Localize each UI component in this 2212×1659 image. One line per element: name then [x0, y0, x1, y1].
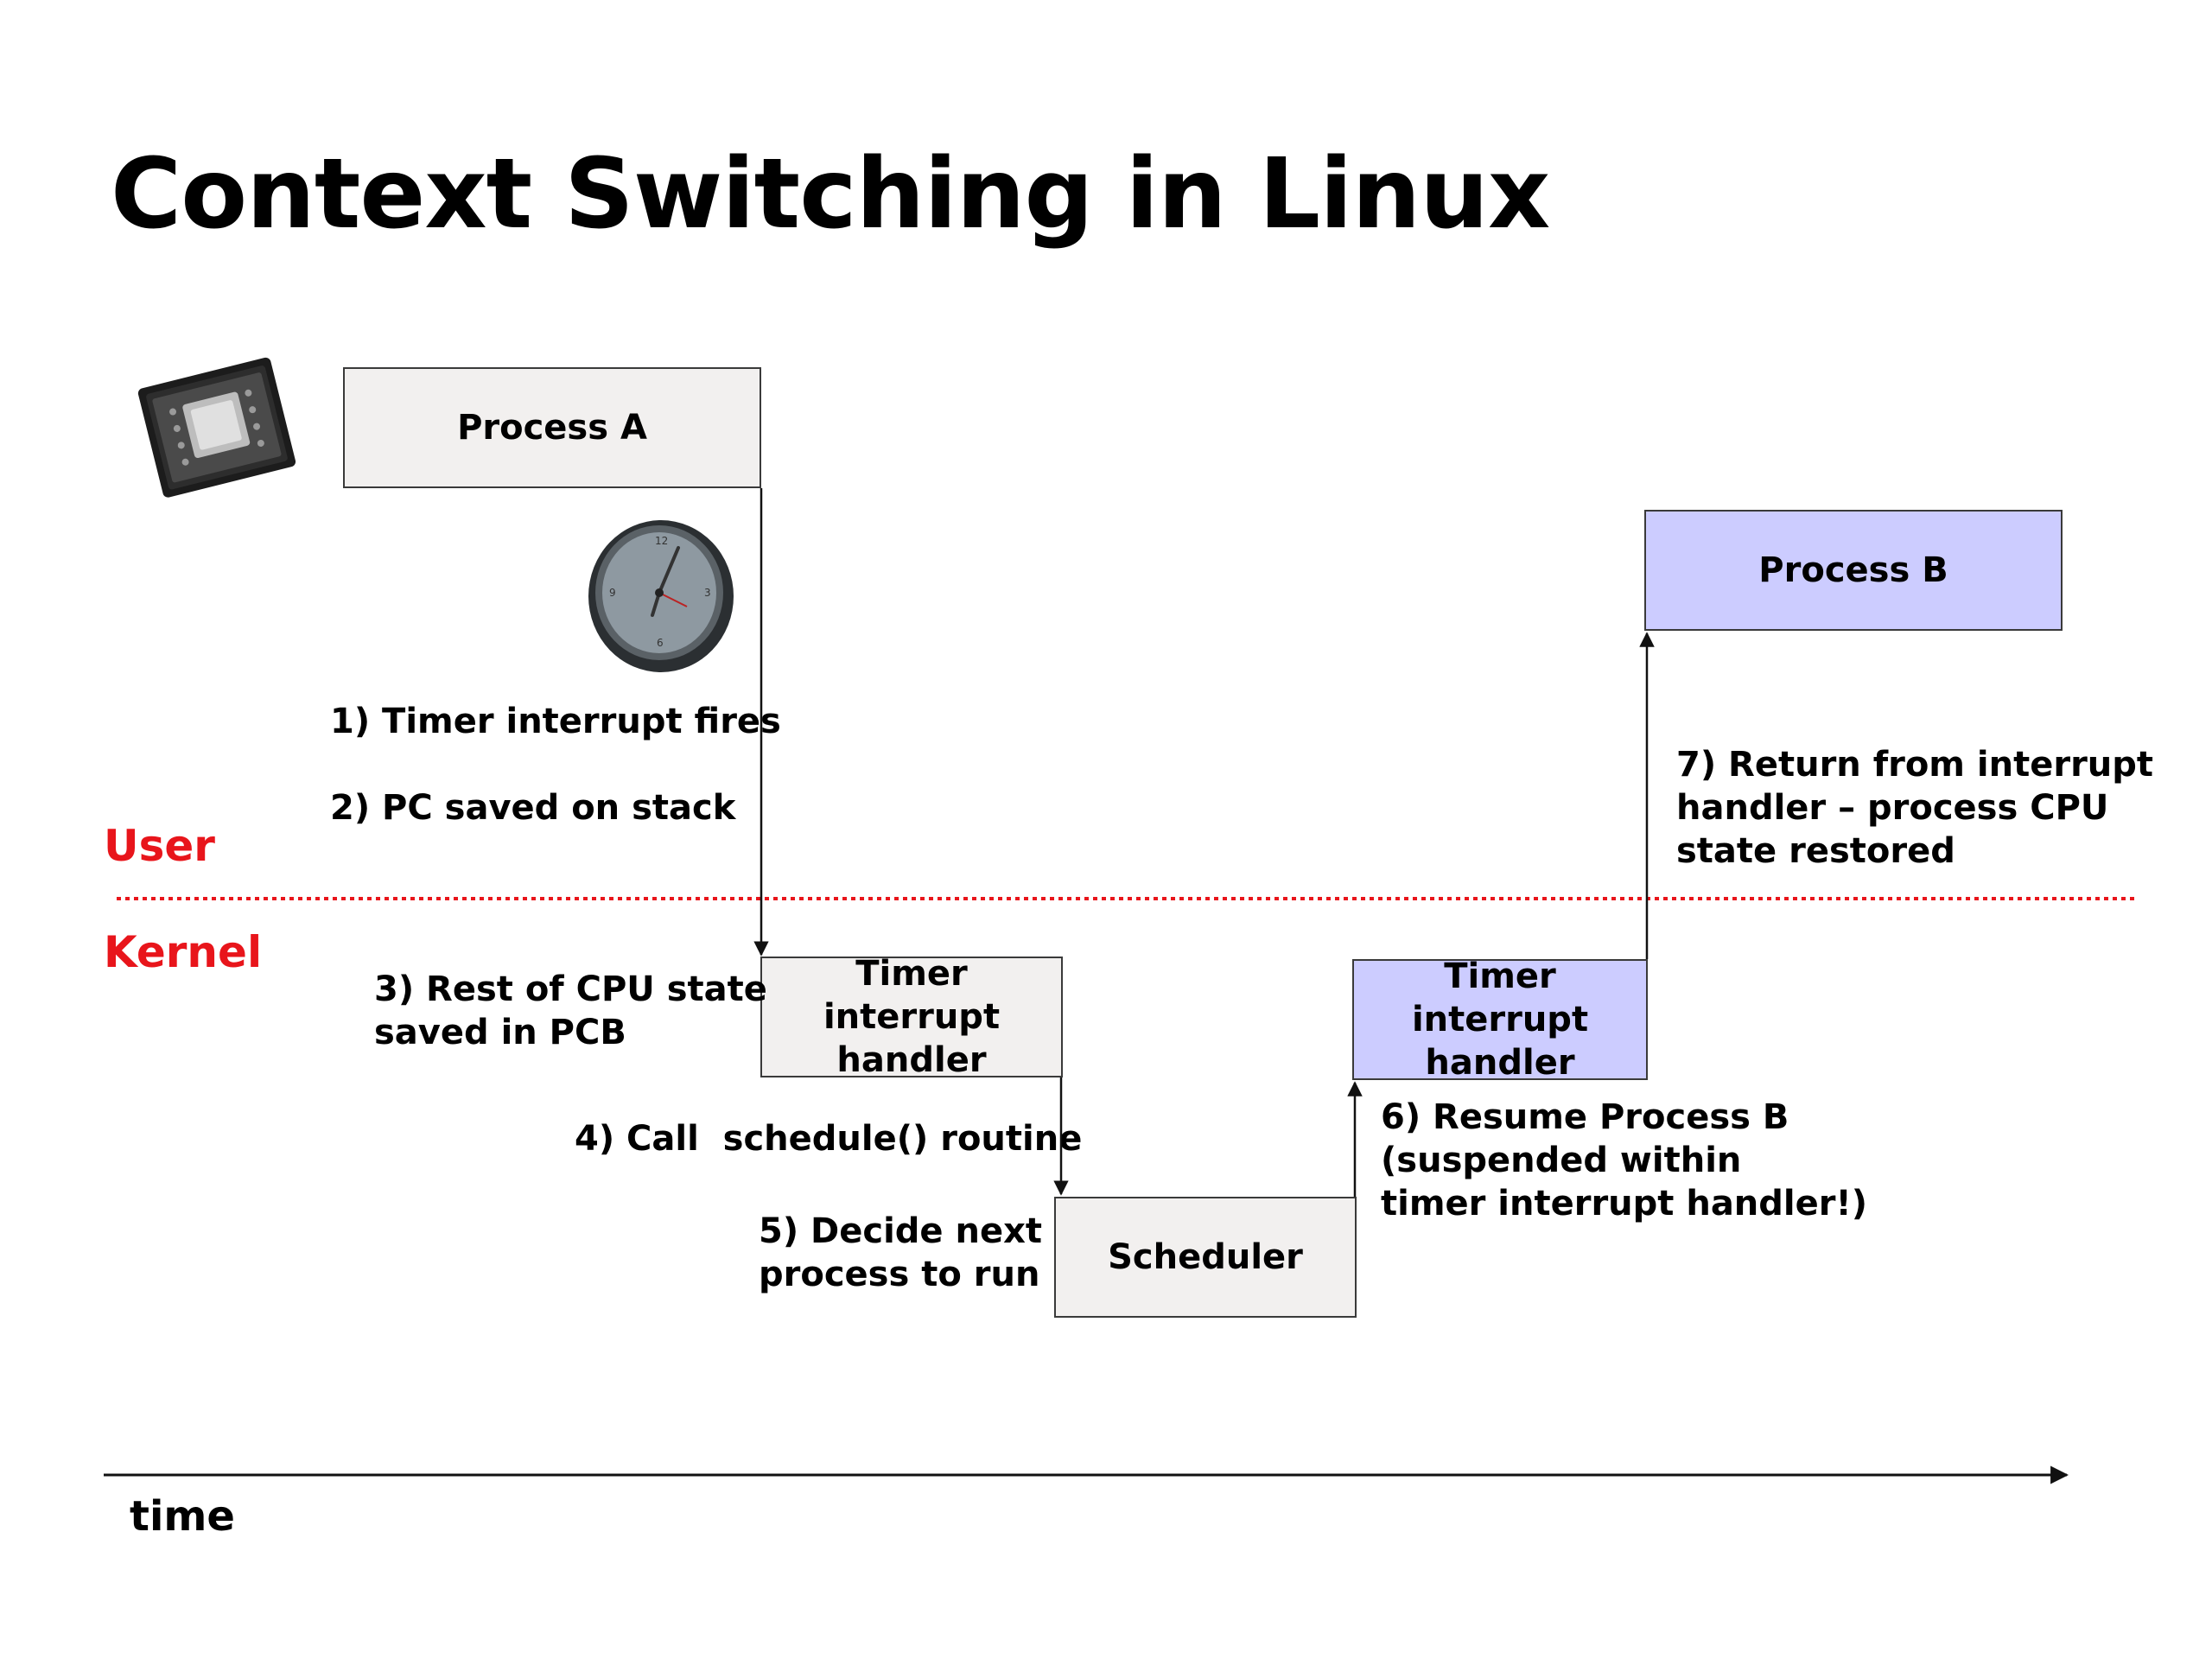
timer-interrupt-handler-box: Timer interrupt handler	[760, 954, 1063, 1080]
user-zone-label: User	[104, 821, 215, 871]
svg-text:3: 3	[704, 587, 711, 599]
scheduler-box: Scheduler	[1054, 1197, 1357, 1318]
process-a-box: Process A	[343, 367, 761, 488]
timer-interrupt-handler-resume-box: Timer interrupt handler	[1352, 957, 1648, 1083]
svg-text:9: 9	[609, 587, 616, 599]
slide-title: Context Switching in Linux	[111, 138, 1550, 251]
cpu-chip-icon	[137, 357, 296, 498]
step-4-label: 4) Call schedule() routine	[575, 1119, 1083, 1159]
svg-text:12: 12	[655, 535, 668, 547]
svg-text:6: 6	[657, 637, 664, 649]
wall-clock-icon: 12 3 6 9	[588, 520, 734, 672]
step-1-label: 1) Timer interrupt fires	[330, 702, 781, 741]
step-2-label: 2) PC saved on stack	[330, 788, 736, 828]
kernel-zone-label: Kernel	[104, 927, 263, 977]
process-b-box: Process B	[1644, 510, 2063, 631]
time-axis-label: time	[130, 1492, 235, 1541]
